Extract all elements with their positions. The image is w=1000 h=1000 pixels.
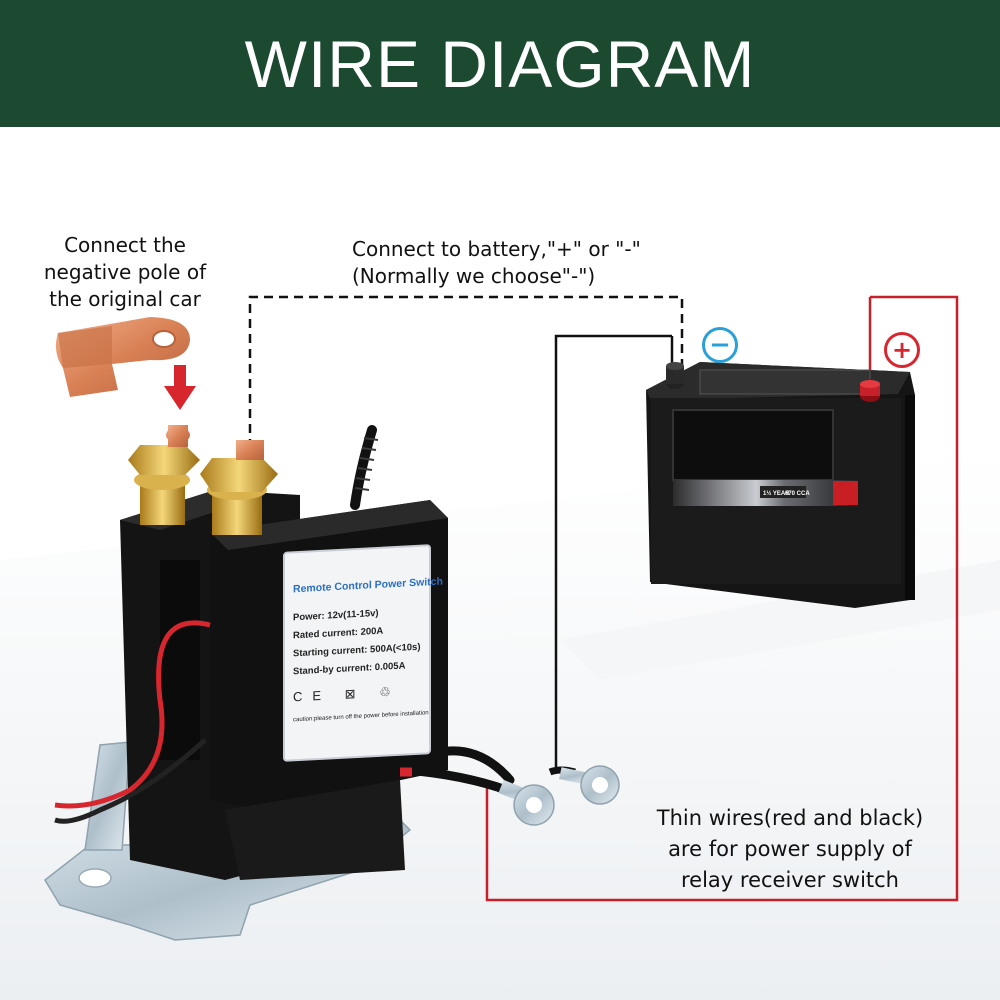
relay-spec-sticker: Remote Control Power Switch Power: 12v(1… — [283, 544, 443, 762]
down-arrow-icon — [164, 365, 196, 410]
negative-terminal-badge: − — [702, 327, 738, 363]
negative-pole-line-3: the original car — [49, 287, 201, 311]
ring-terminal-icon — [498, 765, 620, 826]
negative-thin-wire-path — [554, 334, 672, 770]
negative-pole-line-2: negative pole of — [43, 260, 207, 284]
sticker-title: Remote Control Power Switch — [293, 575, 443, 596]
positive-wire-path — [485, 295, 959, 902]
thin-wires-label: Thin wires(red and black) are for power … — [640, 803, 940, 896]
header-bar: WIRE DIAGRAM — [0, 0, 1000, 127]
battery-warranty-text: 1½ YEAR — [763, 490, 790, 497]
antenna-icon — [350, 425, 377, 510]
sticker-cert-icons: CE ⊠ ♲ — [293, 683, 401, 705]
page-title: WIRE DIAGRAM — [244, 26, 756, 101]
sticker-caution: caution:please turn off the power before… — [293, 710, 429, 724]
negative-pole-line-1: Connect the — [64, 233, 186, 257]
positive-terminal-badge: + — [884, 332, 920, 368]
thin-wires-line-3: relay receiver switch — [681, 868, 899, 892]
thin-wires-line-1: Thin wires(red and black) — [656, 806, 924, 830]
battery-label-line-1: Connect to battery,"+" or "-" — [352, 237, 641, 261]
battery-connection-label: Connect to battery,"+" or "-" (Normally … — [352, 236, 682, 290]
thin-wires-line-2: are for power supply of — [668, 837, 912, 861]
negative-pole-label: Connect the negative pole of the origina… — [20, 232, 230, 313]
battery-label-line-2: (Normally we choose"-") — [352, 264, 596, 288]
copper-lug-icon — [55, 317, 190, 397]
battery-dashed-connection — [248, 295, 684, 448]
battery-cca-text: 670 CCA — [785, 491, 810, 497]
battery-icon — [646, 362, 915, 608]
